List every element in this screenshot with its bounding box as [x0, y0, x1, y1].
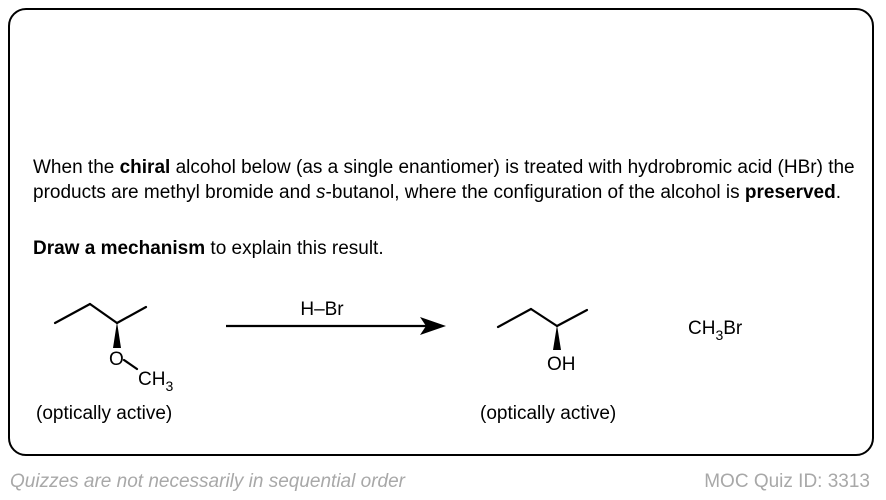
footer-disclaimer: Quizzes are not necessarily in sequentia…	[10, 471, 405, 492]
preserved-keyword: preserved	[744, 182, 836, 203]
product-note: (optically active)	[480, 403, 617, 424]
reactant-note: (optically active)	[36, 403, 173, 424]
chiral-keyword: chiral	[119, 157, 171, 178]
quiz-card	[8, 8, 874, 456]
quiz-id: MOC Quiz ID: 3313	[704, 471, 870, 492]
task-emphasis: Draw a mechanism	[33, 238, 206, 259]
question-text: When the chiral alcohol below (as a sing…	[33, 157, 855, 203]
task-text: Draw a mechanism to explain this result.	[33, 238, 384, 259]
s-prefix: s	[316, 182, 326, 203]
